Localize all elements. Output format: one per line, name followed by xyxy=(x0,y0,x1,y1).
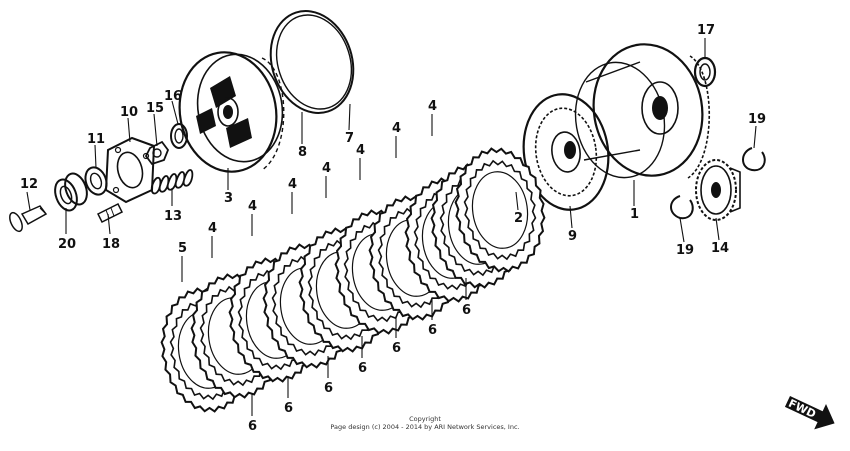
callout-19-lower: 19 xyxy=(676,243,694,258)
callout-4: 4 xyxy=(428,99,437,114)
callout-13: 13 xyxy=(164,209,182,224)
part-3-pressure-plate xyxy=(178,51,285,173)
copyright-notice: Copyright Page design (c) 2004 - 2014 by… xyxy=(0,415,850,431)
callout-2: 2 xyxy=(514,211,523,226)
callout-12: 12 xyxy=(20,177,38,192)
callout-6: 6 xyxy=(462,303,471,318)
part-11-collar xyxy=(84,166,108,196)
copyright-line-2: Page design (c) 2004 - 2014 by ARI Netwo… xyxy=(330,423,520,431)
part-13-spring xyxy=(150,169,194,195)
part-15-nut xyxy=(144,140,170,166)
callout-11: 11 xyxy=(87,132,105,147)
leader-lines xyxy=(26,38,757,282)
callout-6: 6 xyxy=(428,323,437,338)
callout-6: 6 xyxy=(358,361,367,376)
callout-6: 6 xyxy=(248,419,257,434)
callout-19-upper: 19 xyxy=(748,112,766,127)
part-19-snap-ring-upper xyxy=(742,147,766,172)
clutch-plate-stack xyxy=(160,147,546,413)
callout-7: 7 xyxy=(345,131,354,146)
callout-6: 6 xyxy=(284,401,293,416)
part-16-washer xyxy=(170,123,188,149)
clutch-plate xyxy=(454,147,546,273)
callout-8: 8 xyxy=(298,145,307,160)
callout-3: 3 xyxy=(224,191,233,206)
callout-10: 10 xyxy=(120,105,138,120)
callout-4: 4 xyxy=(288,177,297,192)
plate-callout-labels: 4 4 4 4 4 4 4 6 6 6 6 6 6 6 xyxy=(208,99,471,434)
part-9-clutch-center xyxy=(522,93,610,211)
part-18-bolt xyxy=(96,202,124,224)
part-19-snap-ring-lower xyxy=(670,195,694,220)
callout-1: 1 xyxy=(630,207,639,222)
callout-14: 14 xyxy=(711,241,729,256)
callout-9: 9 xyxy=(568,229,577,244)
callout-6: 6 xyxy=(324,381,333,396)
callout-labels: 12 20 11 10 18 15 16 13 3 8 7 2 9 1 17 1… xyxy=(20,23,766,258)
callout-16: 16 xyxy=(164,89,182,104)
part-10-lifter-plate xyxy=(104,136,156,204)
callout-4: 4 xyxy=(322,161,331,176)
part-8-wire-ring xyxy=(269,10,355,114)
callout-18: 18 xyxy=(102,237,120,252)
callout-4: 4 xyxy=(356,143,365,158)
callout-4: 4 xyxy=(248,199,257,214)
callout-5: 5 xyxy=(178,241,187,256)
callout-15: 15 xyxy=(146,101,164,116)
callout-20: 20 xyxy=(58,237,76,252)
callout-17: 17 xyxy=(697,23,715,38)
part-20-bearing xyxy=(54,172,88,212)
callout-6: 6 xyxy=(392,341,401,356)
callout-4: 4 xyxy=(208,221,217,236)
part-14-gear xyxy=(695,159,741,221)
copyright-line-1: Copyright xyxy=(409,415,441,423)
part-1-clutch-outer xyxy=(574,43,710,179)
part-12-bolt xyxy=(9,205,48,233)
callout-4: 4 xyxy=(392,121,401,136)
